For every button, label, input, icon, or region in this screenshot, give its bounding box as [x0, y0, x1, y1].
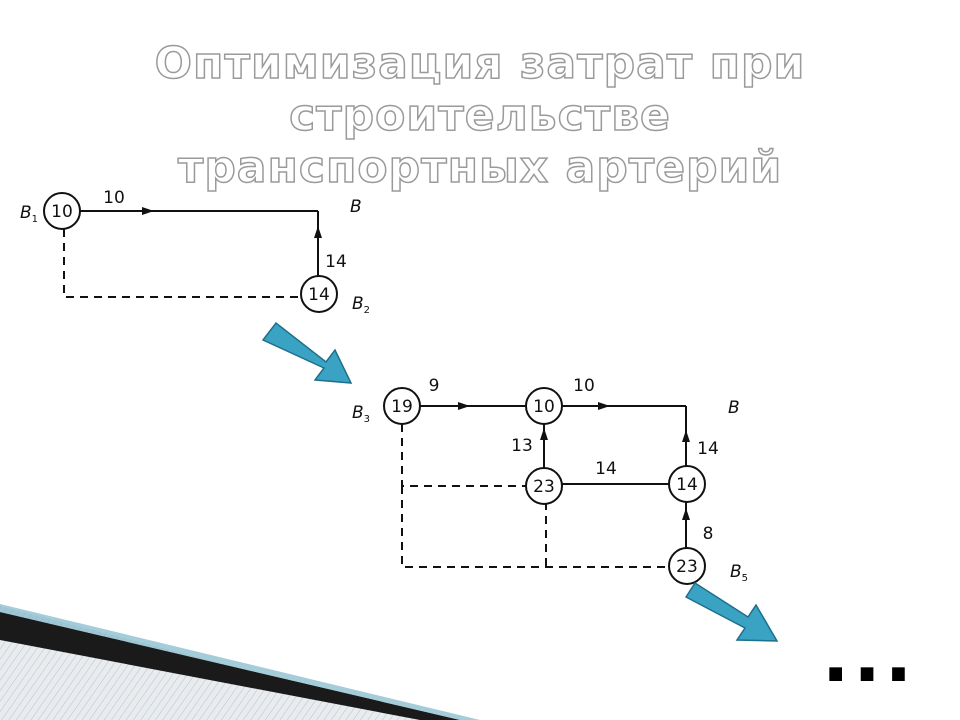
vertex-label-b: B	[350, 197, 362, 217]
node-mid-right-value: 14	[676, 475, 698, 495]
vertex-letter: B	[352, 294, 364, 314]
vertex-subscript: 1	[32, 214, 38, 225]
vertex-subscript: 2	[364, 305, 370, 316]
edge-label-right-to-b: 14	[697, 439, 719, 459]
vertex-label-b5: B5	[730, 562, 748, 584]
title-line-2: транспортных артерий	[177, 141, 783, 194]
vertex-letter: B	[352, 403, 364, 423]
node-mid-right	[668, 465, 706, 503]
edge-label-b3-to-mid: 9	[429, 376, 440, 396]
node-b3-value: 19	[391, 397, 413, 417]
continuation-ellipsis: ...	[822, 614, 917, 698]
vertex-letter: B	[730, 562, 742, 582]
edge-arrowhead	[458, 402, 470, 410]
vertex-label-b: B	[728, 398, 740, 418]
vertex-subscript: 3	[364, 414, 370, 425]
vertex-label-b1: B1	[20, 203, 38, 225]
node-b2	[300, 275, 338, 313]
edge-label-center-to-right: 14	[595, 459, 617, 479]
edge-label-b1-to-b: 10	[103, 188, 125, 208]
edge-arrowhead	[540, 428, 548, 440]
diagram-2: 19 10 23 14 23 9 10 13 14 14 8 B3 B B5	[352, 376, 748, 585]
node-b3	[383, 387, 421, 425]
node-b5-value: 23	[676, 557, 698, 577]
continuation-arrow-icon	[684, 581, 779, 642]
node-b1	[43, 192, 81, 230]
edge-arrowhead	[682, 430, 690, 442]
vertex-label-b3: B3	[352, 403, 370, 425]
edge-label-b5-to-right: 8	[703, 524, 714, 544]
diagram-1: 10 14 10 14 B1 B B2	[20, 188, 370, 316]
edge-label-b2-to-b: 14	[325, 252, 347, 272]
decorative-corner	[0, 604, 480, 720]
node-mid-center	[525, 467, 563, 505]
edge-label-mid-to-b: 10	[573, 376, 595, 396]
node-b2-value: 14	[308, 285, 330, 305]
edge-arrowhead	[682, 508, 690, 520]
edge-arrowhead	[314, 226, 322, 238]
node-mid-center-value: 23	[533, 477, 555, 497]
dashed-edge-b1-b2	[63, 229, 302, 298]
vertex-letter: B	[728, 398, 740, 418]
edge-arrowhead	[598, 402, 610, 410]
next-step-arrow-icon	[261, 321, 353, 384]
title-line-1: Оптимизация затрат при строительстве	[154, 37, 806, 142]
edge-label-center-to-top: 13	[511, 436, 533, 456]
dashed-edge-b3-to-center	[401, 424, 526, 487]
node-b5	[668, 547, 706, 585]
node-b1-value: 10	[51, 202, 73, 222]
node-top-mid	[525, 387, 563, 425]
vertex-subscript: 5	[742, 573, 748, 584]
vertex-label-b2: B2	[352, 294, 370, 316]
dashed-edge-b3-to-b5	[401, 486, 669, 568]
vertex-letter: B	[350, 197, 362, 217]
edge-arrowhead	[142, 207, 154, 215]
node-top-mid-value: 10	[533, 397, 555, 417]
vertex-letter: B	[20, 203, 32, 223]
slide-title: Оптимизация затрат при строительстве тра…	[0, 37, 960, 194]
